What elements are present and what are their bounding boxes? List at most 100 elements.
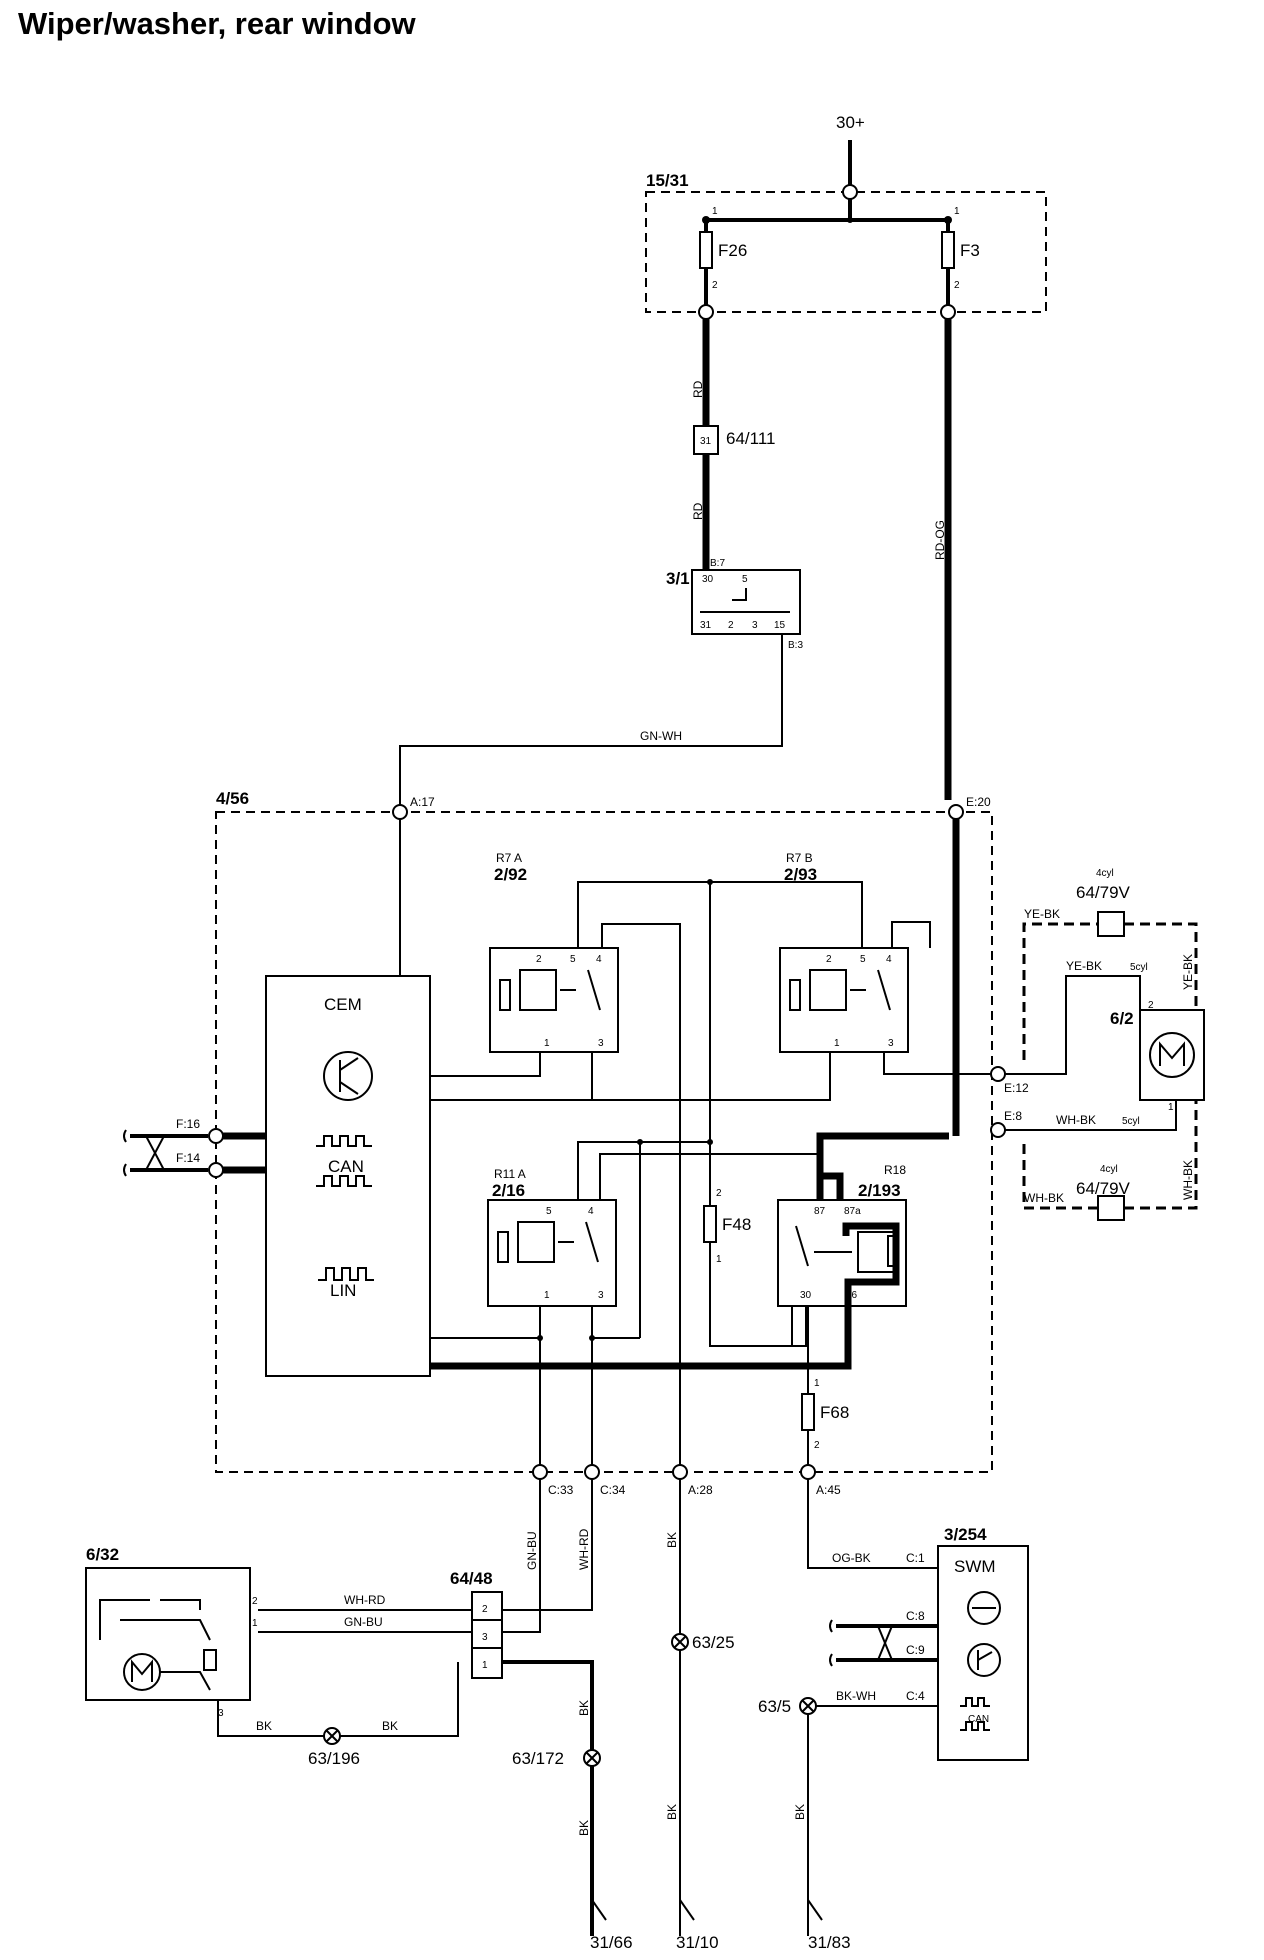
transistor-icon-swm — [967, 1643, 1001, 1677]
diagram-title: Wiper/washer, rear window — [18, 6, 417, 41]
svg-text:6/32: 6/32 — [86, 1545, 119, 1564]
svg-text:3: 3 — [888, 1038, 894, 1049]
svg-text:2: 2 — [482, 1604, 488, 1615]
svg-text:3: 3 — [482, 1632, 488, 1643]
svg-text:63/172: 63/172 — [512, 1749, 564, 1768]
svg-text:3: 3 — [218, 1708, 224, 1719]
fuse-f68 — [801, 1393, 815, 1431]
svg-text:31: 31 — [700, 620, 712, 631]
svg-text:1: 1 — [482, 1660, 488, 1671]
svg-text:4cyl: 4cyl — [1100, 1164, 1118, 1175]
svg-text:R7 B: R7 B — [786, 851, 813, 865]
svg-text:WH-BK: WH-BK — [1181, 1160, 1195, 1200]
svg-text:YE-BK: YE-BK — [1024, 907, 1060, 921]
svg-text:BK: BK — [793, 1804, 807, 1820]
svg-text:SWM: SWM — [954, 1557, 996, 1576]
svg-text:CAN: CAN — [968, 1714, 989, 1725]
svg-text:5cyl: 5cyl — [1122, 1116, 1140, 1127]
svg-text:15: 15 — [774, 620, 786, 631]
svg-text:WH-BK: WH-BK — [1056, 1113, 1096, 1127]
svg-text:BK: BK — [256, 1719, 272, 1733]
svg-text:GN-BU: GN-BU — [344, 1615, 383, 1629]
ground-31-66 — [591, 1899, 607, 1921]
svg-text:64/79V: 64/79V — [1076, 883, 1131, 902]
svg-text:A:28: A:28 — [688, 1483, 713, 1497]
svg-text:4/56: 4/56 — [216, 789, 249, 808]
fuse-f48 — [703, 1205, 717, 1243]
svg-text:1: 1 — [544, 1290, 550, 1301]
svg-text:31/83: 31/83 — [808, 1933, 851, 1952]
svg-text:RD-OG: RD-OG — [933, 520, 947, 560]
svg-text:64/111: 64/111 — [726, 429, 775, 448]
svg-text:6/2: 6/2 — [1110, 1009, 1134, 1028]
svg-text:1: 1 — [954, 206, 960, 217]
svg-text:2: 2 — [252, 1596, 258, 1607]
svg-text:1: 1 — [252, 1618, 258, 1629]
svg-text:30: 30 — [702, 574, 714, 585]
svg-text:E:8: E:8 — [1004, 1109, 1022, 1123]
svg-text:31/66: 31/66 — [590, 1933, 633, 1952]
svg-text:RD: RD — [691, 502, 705, 520]
swm-module — [937, 1545, 1029, 1761]
svg-text:C:9: C:9 — [906, 1643, 925, 1657]
svg-text:64/79V: 64/79V — [1076, 1179, 1131, 1198]
svg-text:OG-BK: OG-BK — [832, 1551, 871, 1565]
svg-text:WH-BK: WH-BK — [1024, 1191, 1064, 1205]
svg-text:3: 3 — [752, 620, 758, 631]
svg-text:1: 1 — [1168, 1102, 1174, 1113]
svg-text:4: 4 — [886, 954, 892, 965]
svg-text:5: 5 — [742, 574, 748, 585]
svg-text:F3: F3 — [960, 241, 980, 260]
svg-text:WH-RD: WH-RD — [344, 1593, 386, 1607]
ground-31-10 — [679, 1899, 695, 1921]
transistor-icon — [323, 1051, 373, 1101]
svg-text:2/16: 2/16 — [492, 1181, 525, 1200]
fuse-box-label: 15/31 — [646, 171, 689, 190]
svg-text:3: 3 — [598, 1290, 604, 1301]
svg-text:5: 5 — [860, 954, 866, 965]
svg-text:YE-BK: YE-BK — [1066, 959, 1102, 973]
svg-text:A:45: A:45 — [816, 1483, 841, 1497]
svg-text:GN-WH: GN-WH — [640, 729, 682, 743]
svg-text:C:4: C:4 — [906, 1689, 925, 1703]
svg-text:LIN: LIN — [330, 1281, 356, 1300]
svg-text:31/10: 31/10 — [676, 1933, 719, 1952]
svg-text:BK: BK — [577, 1700, 591, 1716]
svg-text:1: 1 — [814, 1378, 820, 1389]
svg-text:1: 1 — [544, 1038, 550, 1049]
svg-text:CAN: CAN — [328, 1157, 364, 1176]
fuse-f26 — [699, 231, 713, 269]
svg-text:2: 2 — [728, 620, 734, 631]
svg-text:BK: BK — [665, 1804, 679, 1820]
svg-text:87a: 87a — [844, 1206, 861, 1217]
svg-text:F68: F68 — [820, 1403, 849, 1422]
svg-text:GN-BU: GN-BU — [525, 1531, 539, 1570]
svg-text:YE-BK: YE-BK — [1181, 954, 1195, 990]
svg-text:F48: F48 — [722, 1215, 751, 1234]
svg-text:1: 1 — [834, 1038, 840, 1049]
svg-text:2/93: 2/93 — [784, 865, 817, 884]
svg-text:4: 4 — [596, 954, 602, 965]
svg-text:C:1: C:1 — [906, 1551, 925, 1565]
svg-text:BK-WH: BK-WH — [836, 1689, 876, 1703]
svg-text:63/5: 63/5 — [758, 1697, 791, 1716]
svg-text:2/92: 2/92 — [494, 865, 527, 884]
svg-text:R18: R18 — [884, 1163, 906, 1177]
svg-text:2: 2 — [712, 280, 718, 291]
svg-text:E:12: E:12 — [1004, 1081, 1029, 1095]
svg-text:64/48: 64/48 — [450, 1569, 493, 1588]
svg-text:C:8: C:8 — [906, 1609, 925, 1623]
svg-text:5: 5 — [570, 954, 576, 965]
svg-text:5: 5 — [546, 1206, 552, 1217]
svg-text:3/254: 3/254 — [944, 1525, 987, 1544]
svg-text:63/25: 63/25 — [692, 1633, 735, 1652]
svg-text:63/196: 63/196 — [308, 1749, 360, 1768]
svg-text:4: 4 — [588, 1206, 594, 1217]
washer-motor-6-32 — [85, 1567, 251, 1701]
svg-text:B:3: B:3 — [788, 640, 803, 651]
ground-31-83 — [807, 1899, 823, 1921]
svg-text:2: 2 — [716, 1188, 722, 1199]
svg-text:2: 2 — [1148, 1000, 1154, 1011]
svg-text:86: 86 — [846, 1290, 858, 1301]
